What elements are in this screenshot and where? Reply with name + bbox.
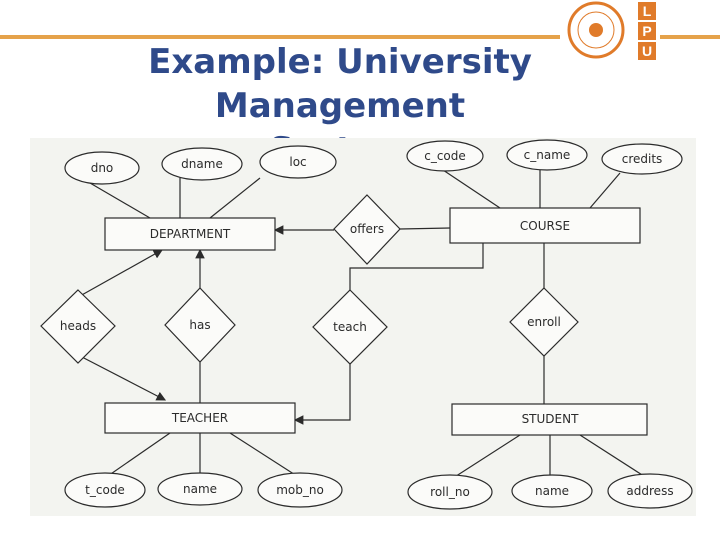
relationship-has: has [164,287,236,363]
relationship-has-label: has [189,318,210,332]
slide-title-line1: Example: University Management [148,42,532,126]
entity-department-label: DEPARTMENT [150,227,231,241]
attribute-ovals [64,139,693,510]
slide-title: Example: University Management System [40,40,640,172]
er-diagram: DEPARTMENT COURSE TEACHER STUDENT offers… [40,139,693,510]
attribute-c-code: c_code [424,149,466,163]
relationship-heads-label: heads [60,319,96,333]
relationship-enroll: enroll [509,287,579,357]
relationship-heads: heads [40,289,116,364]
attribute-student-name: name [535,484,569,498]
attribute-mob-no: mob_no [276,483,324,497]
attribute-roll-no: roll_no [430,485,470,499]
attribute-teacher-name: name [183,482,217,496]
attribute-t-code: t_code [85,483,125,497]
university-letters-logo: L P U [638,2,658,62]
logo-letter-l: L [638,2,656,20]
entity-teacher-label: TEACHER [171,411,228,425]
attribute-credits: credits [622,152,663,166]
relationship-enroll-label: enroll [527,315,561,329]
logo-letter-u: U [638,42,656,60]
attribute-dno: dno [91,161,114,175]
entity-department: DEPARTMENT [104,217,276,251]
relationship-offers: offers [333,194,401,265]
relationship-offers-label: offers [350,222,384,236]
entity-student-label: STUDENT [522,412,580,426]
entity-teacher: TEACHER [104,402,296,434]
attribute-address: address [626,484,673,498]
header-accent-bar [0,35,560,39]
entity-course-label: COURSE [520,219,570,233]
attribute-loc: loc [289,155,306,169]
attribute-c-name: c_name [524,148,571,162]
entity-course: COURSE [449,207,641,244]
er-diagram-photo: DEPARTMENT COURSE TEACHER STUDENT offers… [30,138,696,516]
university-seal-logo [567,1,625,59]
relationship-teach: teach [312,289,388,365]
logo-letter-p: P [638,22,656,40]
entity-student: STUDENT [451,403,648,436]
relationship-teach-label: teach [333,320,367,334]
header-accent-bar-right [660,35,720,39]
connector-lines [79,167,651,481]
attribute-dname: dname [181,157,223,171]
